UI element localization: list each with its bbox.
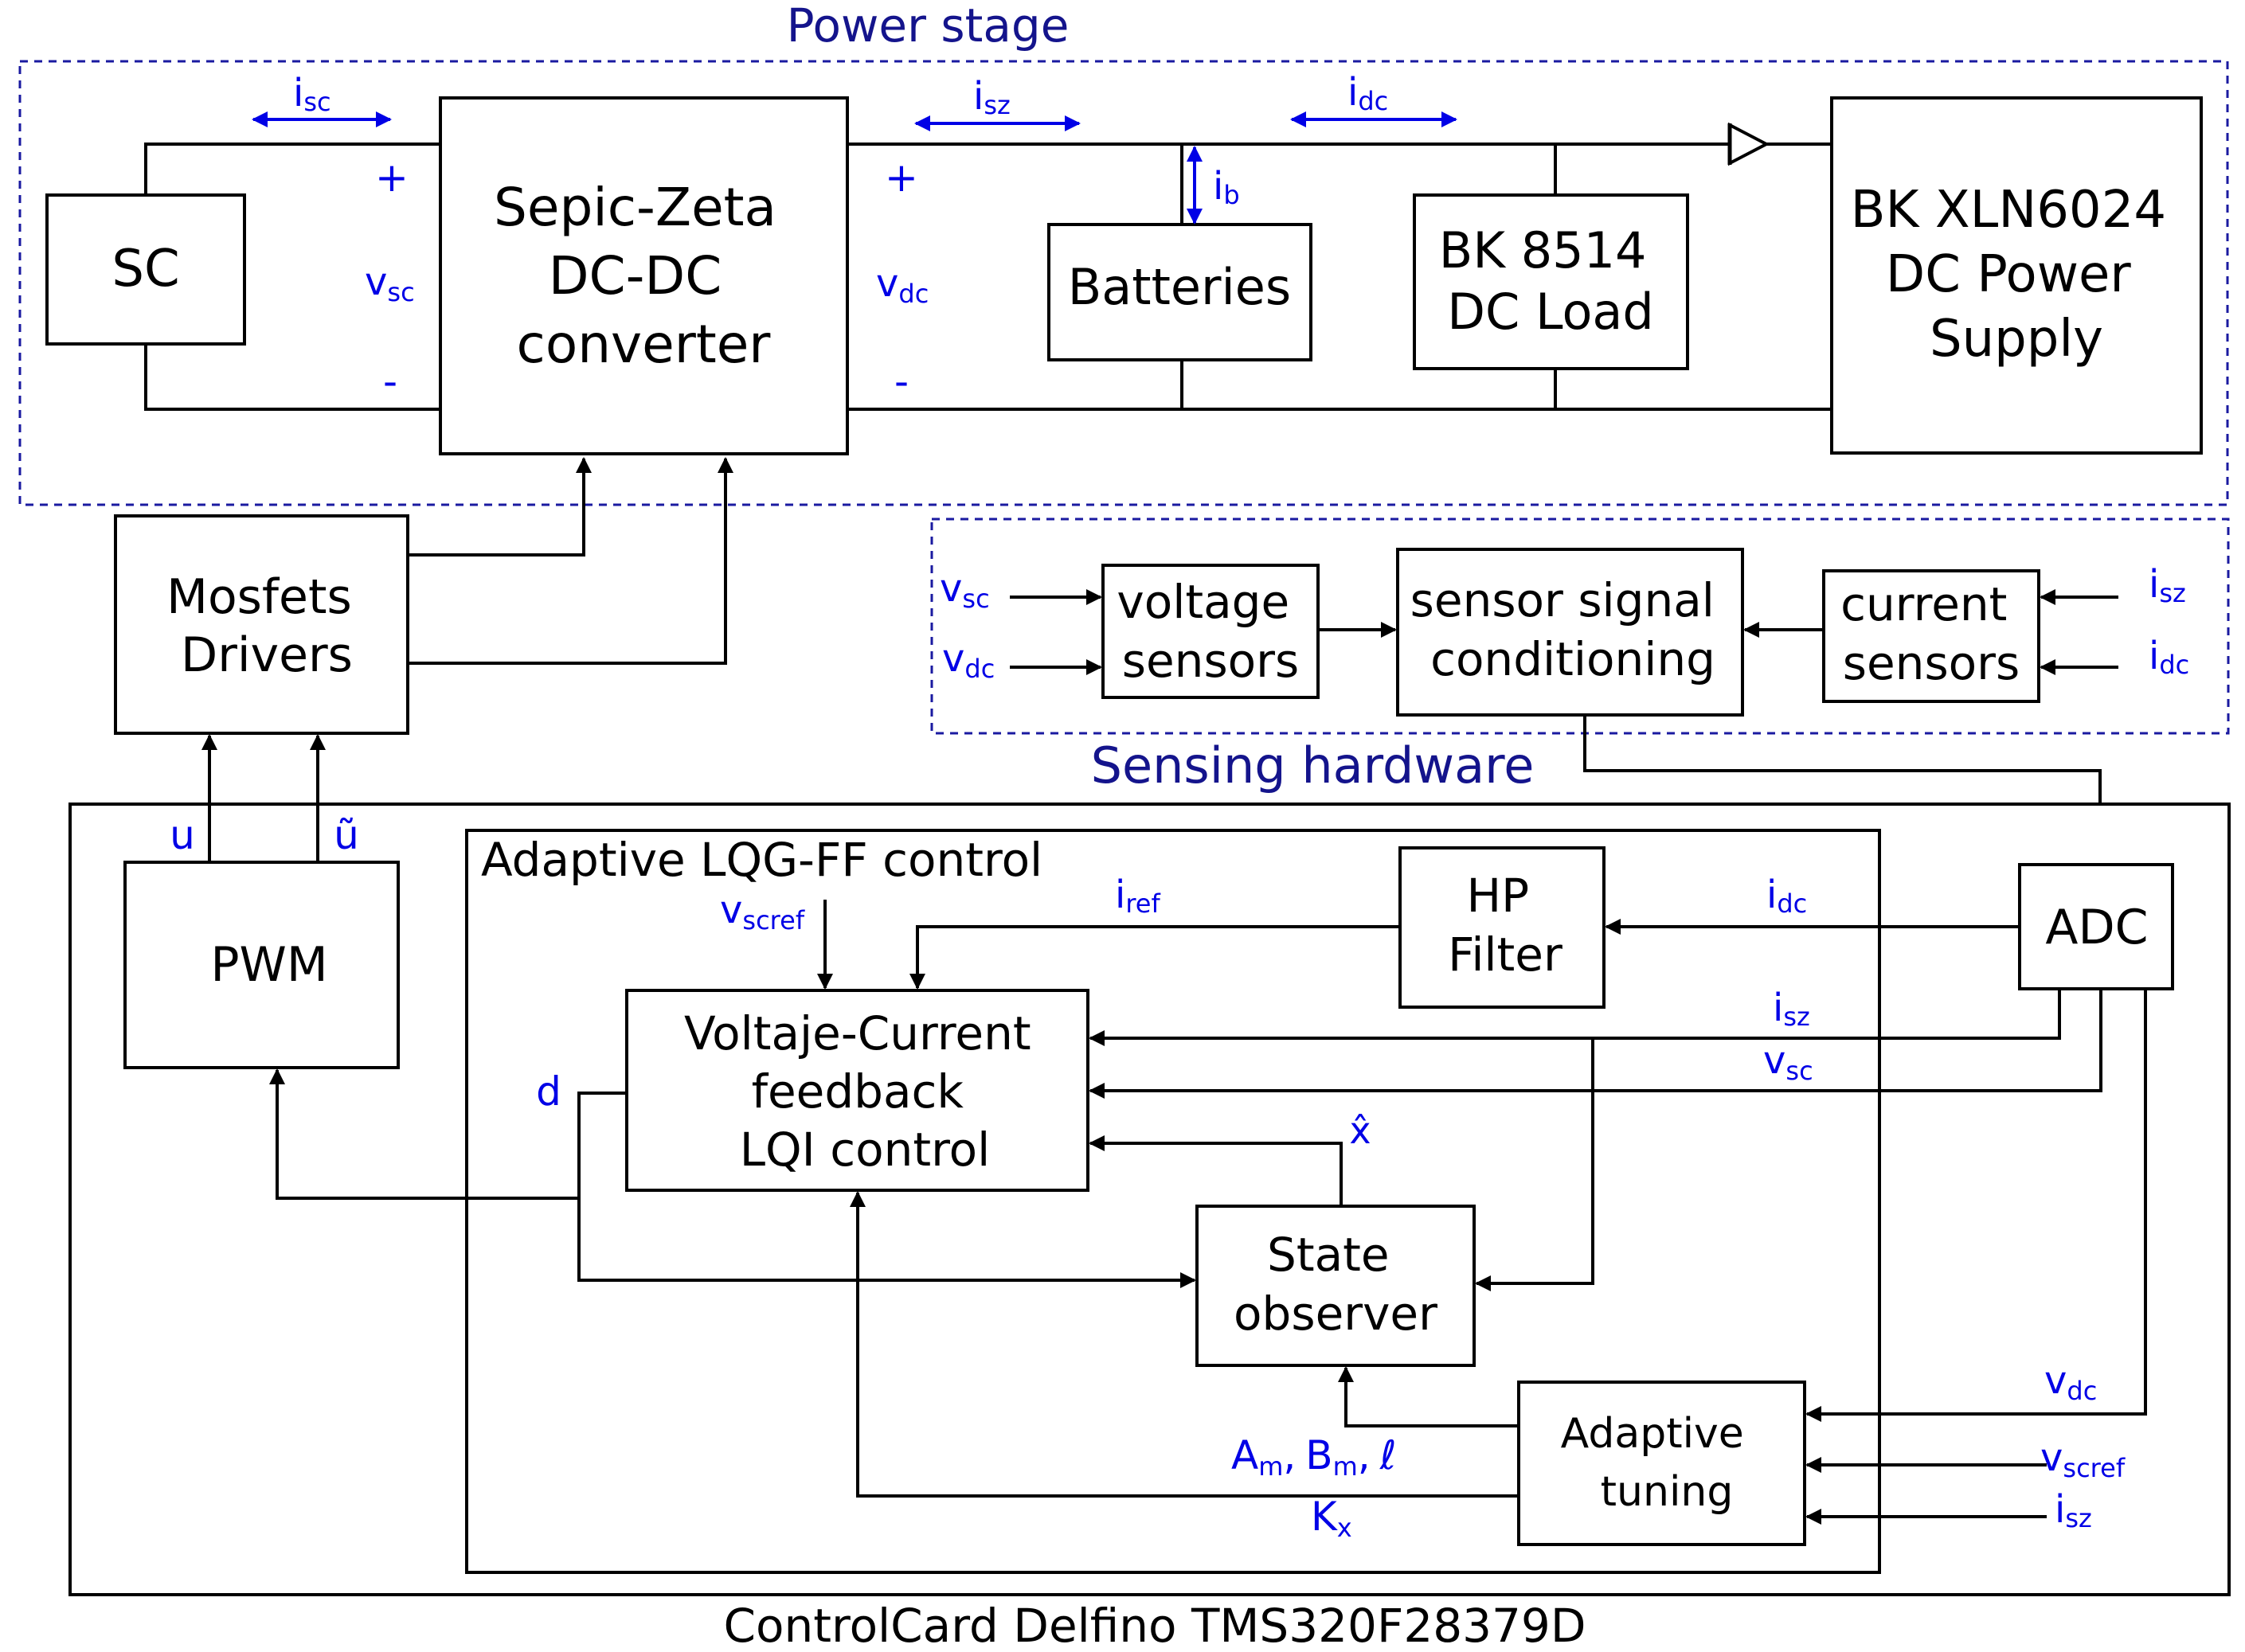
vdc-adc-to-tuning-wire	[1805, 989, 2147, 1422]
adaptive-tuning-block	[1517, 1381, 1806, 1546]
voltage-sensors-label: voltage sensors	[1117, 575, 1304, 688]
converter-label: Sepic-Zeta DC-DC converter	[494, 177, 793, 375]
model-params-wire	[1338, 1366, 1519, 1427]
vsc-sensor-label: vsc	[940, 566, 990, 614]
power-supply-block	[1830, 96, 2203, 455]
isz-to-observer-wire	[1475, 1038, 1594, 1291]
sc-label: SC	[111, 240, 179, 299]
vsc-plus-sign: +	[375, 154, 409, 201]
vsc-minus-sign: -	[383, 358, 397, 404]
state-observer-block	[1195, 1205, 1476, 1367]
power-stage-border	[18, 60, 2229, 506]
batteries-block	[1047, 223, 1312, 361]
batteries-label: Batteries	[1068, 258, 1291, 316]
vdc-tuning-label: vdc	[2044, 1358, 2097, 1406]
power-supply-label: BK XLN6024 DC Power Supply	[1851, 181, 2183, 369]
sensing-hardware-title: Sensing hardware	[1091, 736, 1535, 795]
adc-label: ADC	[2045, 900, 2148, 955]
power-stage-title: Power stage	[787, 0, 1070, 53]
ib-label: ib	[1213, 164, 1240, 210]
isz-adc-label: isz	[1773, 986, 1810, 1032]
state-observer-label: State observer	[1234, 1228, 1437, 1341]
isz-label: isz	[973, 74, 1011, 120]
lqi-control-block	[625, 989, 1089, 1192]
sc-top-wire	[144, 143, 440, 195]
vscref-tuning-label: vscref	[2040, 1435, 2126, 1483]
dc-load-block	[1413, 193, 1689, 370]
sc-bottom-wire	[144, 344, 440, 411]
lqi-control-label: Voltaje-Current feedback LQI control	[684, 1006, 1046, 1177]
idc-label: idc	[1347, 70, 1388, 116]
xhat-wire	[1089, 1135, 1343, 1206]
signal-conditioning-block	[1396, 548, 1744, 717]
kx-label: Kx	[1311, 1494, 1352, 1543]
gate-drive-wire-1	[408, 457, 592, 557]
u-tilde-label: ũ	[334, 812, 359, 858]
sensing-hardware-border	[930, 517, 2230, 735]
vsc-label: vsc	[365, 260, 415, 307]
vdc-label: vdc	[876, 261, 929, 309]
hp-filter-label: HP Filter	[1448, 869, 1563, 982]
vsc-adc-label: vsc	[1763, 1038, 1813, 1086]
d-to-pwm-wire	[269, 1068, 579, 1200]
pwm-block	[123, 861, 400, 1069]
diode-icon	[1727, 122, 1770, 166]
signal-conditioning-label: sensor signal conditioning	[1410, 573, 1730, 686]
adaptive-control-title: Adaptive LQG-FF control	[481, 833, 1042, 887]
mosfet-drivers-label: Mosfets Drivers	[166, 569, 367, 683]
sc-block	[45, 193, 246, 346]
mosfet-drivers-block	[114, 514, 409, 735]
isc-label: isc	[293, 71, 331, 117]
isz-sensor-label: isz	[2149, 562, 2186, 608]
gate-drive-wire-2	[408, 457, 733, 665]
d-label: d	[536, 1068, 561, 1115]
dc-load-label: BK 8514 DC Load	[1439, 221, 1662, 341]
converter-block	[439, 96, 849, 455]
u-label: u	[170, 812, 195, 858]
adc-block	[2018, 863, 2174, 990]
iref-wire	[909, 925, 1400, 990]
vdc-sensor-label: vdc	[942, 636, 995, 684]
vscref-label: vscref	[720, 888, 805, 935]
idc-adc-label: idc	[1766, 873, 1807, 919]
iref-label: iref	[1115, 873, 1160, 919]
xhat-label: x̂	[1349, 1109, 1371, 1152]
current-sensors-block	[1822, 569, 2040, 703]
isz-tuning-label: isz	[2055, 1487, 2092, 1533]
pwm-label: PWM	[210, 937, 327, 993]
vsc-adc-to-lqi-wire	[1089, 989, 2102, 1099]
adaptive-tuning-label: Adaptive tuning	[1561, 1410, 1758, 1516]
kx-wire	[850, 1191, 1519, 1498]
vdc-minus-sign: -	[894, 358, 909, 404]
model-params-label: Am,Bm,ℓ	[1231, 1432, 1396, 1482]
d-to-observer-wire	[577, 1092, 1196, 1288]
control-card-title: ControlCard Delfino TMS320F28379D	[724, 1599, 1586, 1652]
isz-adc-to-lqi-wire	[1089, 989, 2061, 1046]
voltage-sensors-block	[1101, 564, 1320, 699]
idc-sensor-label: idc	[2149, 634, 2189, 680]
vdc-plus-sign: +	[885, 154, 918, 201]
current-sensors-label: current sensors	[1840, 577, 2022, 690]
